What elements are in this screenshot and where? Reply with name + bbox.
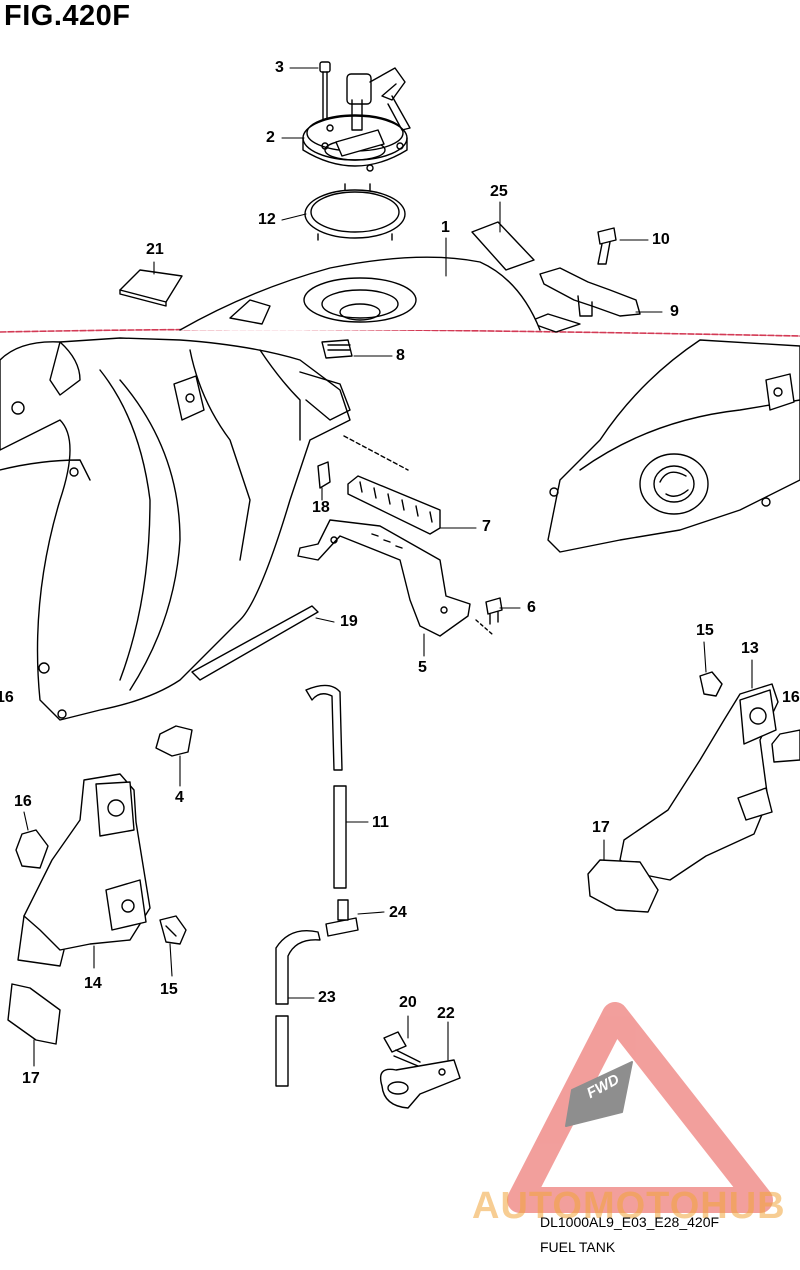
- callout-6: 6: [527, 599, 536, 616]
- part-2-fuel-cap: [302, 67, 411, 172]
- callout-22: 22: [437, 1005, 455, 1022]
- callout-25: 25: [490, 183, 508, 200]
- part-17-pad-left: [7, 983, 61, 1045]
- part-18-clip: [317, 461, 331, 489]
- part-4-clip: [155, 725, 193, 757]
- part-15-bolt-left: [159, 915, 187, 945]
- callout-1: 1: [441, 219, 450, 236]
- callout-2: 2: [266, 129, 275, 146]
- part-16-rubber-right: [771, 729, 800, 763]
- callout-15b: 15: [696, 622, 714, 639]
- part-23-hose: [275, 930, 321, 1087]
- watermark-logo: [507, 1002, 773, 1213]
- part-24-t-joint: [325, 899, 359, 937]
- part-14-bracket: [17, 773, 151, 967]
- callout-9: 9: [670, 303, 679, 320]
- callout-7: 7: [482, 518, 491, 535]
- callout-4: 4: [175, 789, 184, 806]
- part-19-strip: [191, 605, 319, 681]
- callout-19: 19: [340, 613, 358, 630]
- part-12-gasket: [304, 183, 406, 241]
- part-15-bolt-right: [699, 671, 723, 697]
- callout-23: 23: [318, 989, 336, 1006]
- callout-15a: 15: [160, 981, 178, 998]
- part-25-pad: [471, 221, 535, 271]
- callout-21: 21: [146, 241, 164, 258]
- part-10-bolt: [597, 227, 617, 265]
- callout-11: 11: [372, 814, 389, 831]
- callout-16b: 16: [782, 689, 800, 706]
- callout-8: 8: [396, 347, 405, 364]
- section-name: FUEL TANK: [540, 1239, 616, 1255]
- part-11-hose: [305, 684, 347, 889]
- part-6-bolt: [475, 597, 503, 635]
- callout-17a: 17: [22, 1070, 40, 1087]
- part-16-rubber-left: [15, 829, 49, 869]
- callout-13: 13: [741, 640, 759, 657]
- callout-16c: 16: [14, 793, 32, 810]
- callout-20: 20: [399, 994, 417, 1011]
- part-1-tank-side-right: [547, 339, 800, 553]
- part-5-bracket: [297, 519, 471, 637]
- part-13-bracket: [619, 683, 779, 881]
- part-1-tank-side-left: [0, 337, 351, 721]
- part-7-rubber-strip: [343, 435, 441, 535]
- callout-14: 14: [84, 975, 102, 992]
- callout-18: 18: [312, 499, 330, 516]
- part-21-pad: [119, 269, 183, 303]
- callout-17b: 17: [592, 819, 610, 836]
- callout-3: 3: [275, 59, 284, 76]
- part-1-fuel-tank-top: [179, 256, 541, 331]
- callout-12: 12: [258, 211, 276, 228]
- part-9-bracket: [527, 267, 641, 333]
- model-code: DL1000AL9_E03_E28_420F: [540, 1214, 720, 1230]
- part-17-pad-right: [587, 859, 659, 913]
- part-20-bolt: [383, 1031, 421, 1067]
- part-8-strip: [321, 339, 353, 359]
- part-22-clamp: [379, 1059, 461, 1109]
- scan-line: [0, 328, 800, 337]
- callout-10: 10: [652, 231, 670, 248]
- watermark-brand: AUTOMOTOHUB: [472, 1185, 786, 1227]
- figure-title: FIG.420F: [4, 0, 131, 32]
- callout-16a: 16: [0, 689, 14, 706]
- callout-5: 5: [418, 659, 427, 676]
- leader-lines: [23, 67, 753, 1067]
- callout-24: 24: [389, 904, 407, 921]
